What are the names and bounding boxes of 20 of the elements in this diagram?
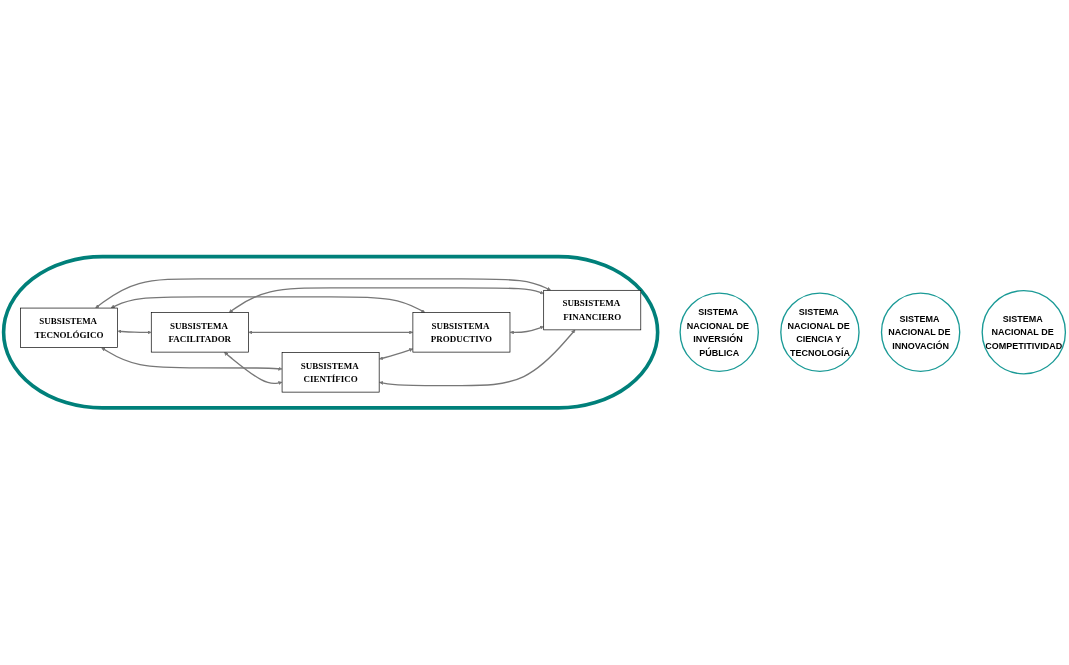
arrow: [224, 352, 283, 386]
node-box: SUBSISTEMA PRODUCTIVO: [412, 312, 511, 353]
node-box: SUBSISTEMA TECNOLÓGICO: [20, 308, 118, 349]
arrow: [510, 326, 544, 335]
arrow: [379, 348, 414, 361]
arrow: [379, 329, 576, 387]
arrow: [248, 330, 414, 335]
arrow: [110, 296, 426, 313]
node-circle: SISTEMA NACIONAL DE COMPETITIVIDAD: [981, 290, 1067, 375]
cluster: [1, 255, 660, 410]
arrow: [95, 278, 551, 309]
node-circle: SISTEMA NACIONAL DE CIENCIA Y TECNOLOGÍA: [780, 292, 860, 373]
arrow: [117, 329, 152, 335]
node-circle: SISTEMA NACIONAL DE INNOVACIÓN: [880, 292, 961, 373]
arrow: [228, 287, 544, 313]
arrow: [101, 347, 283, 371]
node-circle: SISTEMA NACIONAL DE INVERSIÓN PÚBLICA: [679, 292, 759, 373]
node-box: SUBSISTEMA CIENTÍFICO: [281, 352, 380, 393]
node-box: SUBSISTEMA FINANCIERO: [543, 290, 642, 331]
node-box: SUBSISTEMA FACILITADOR: [150, 312, 249, 353]
